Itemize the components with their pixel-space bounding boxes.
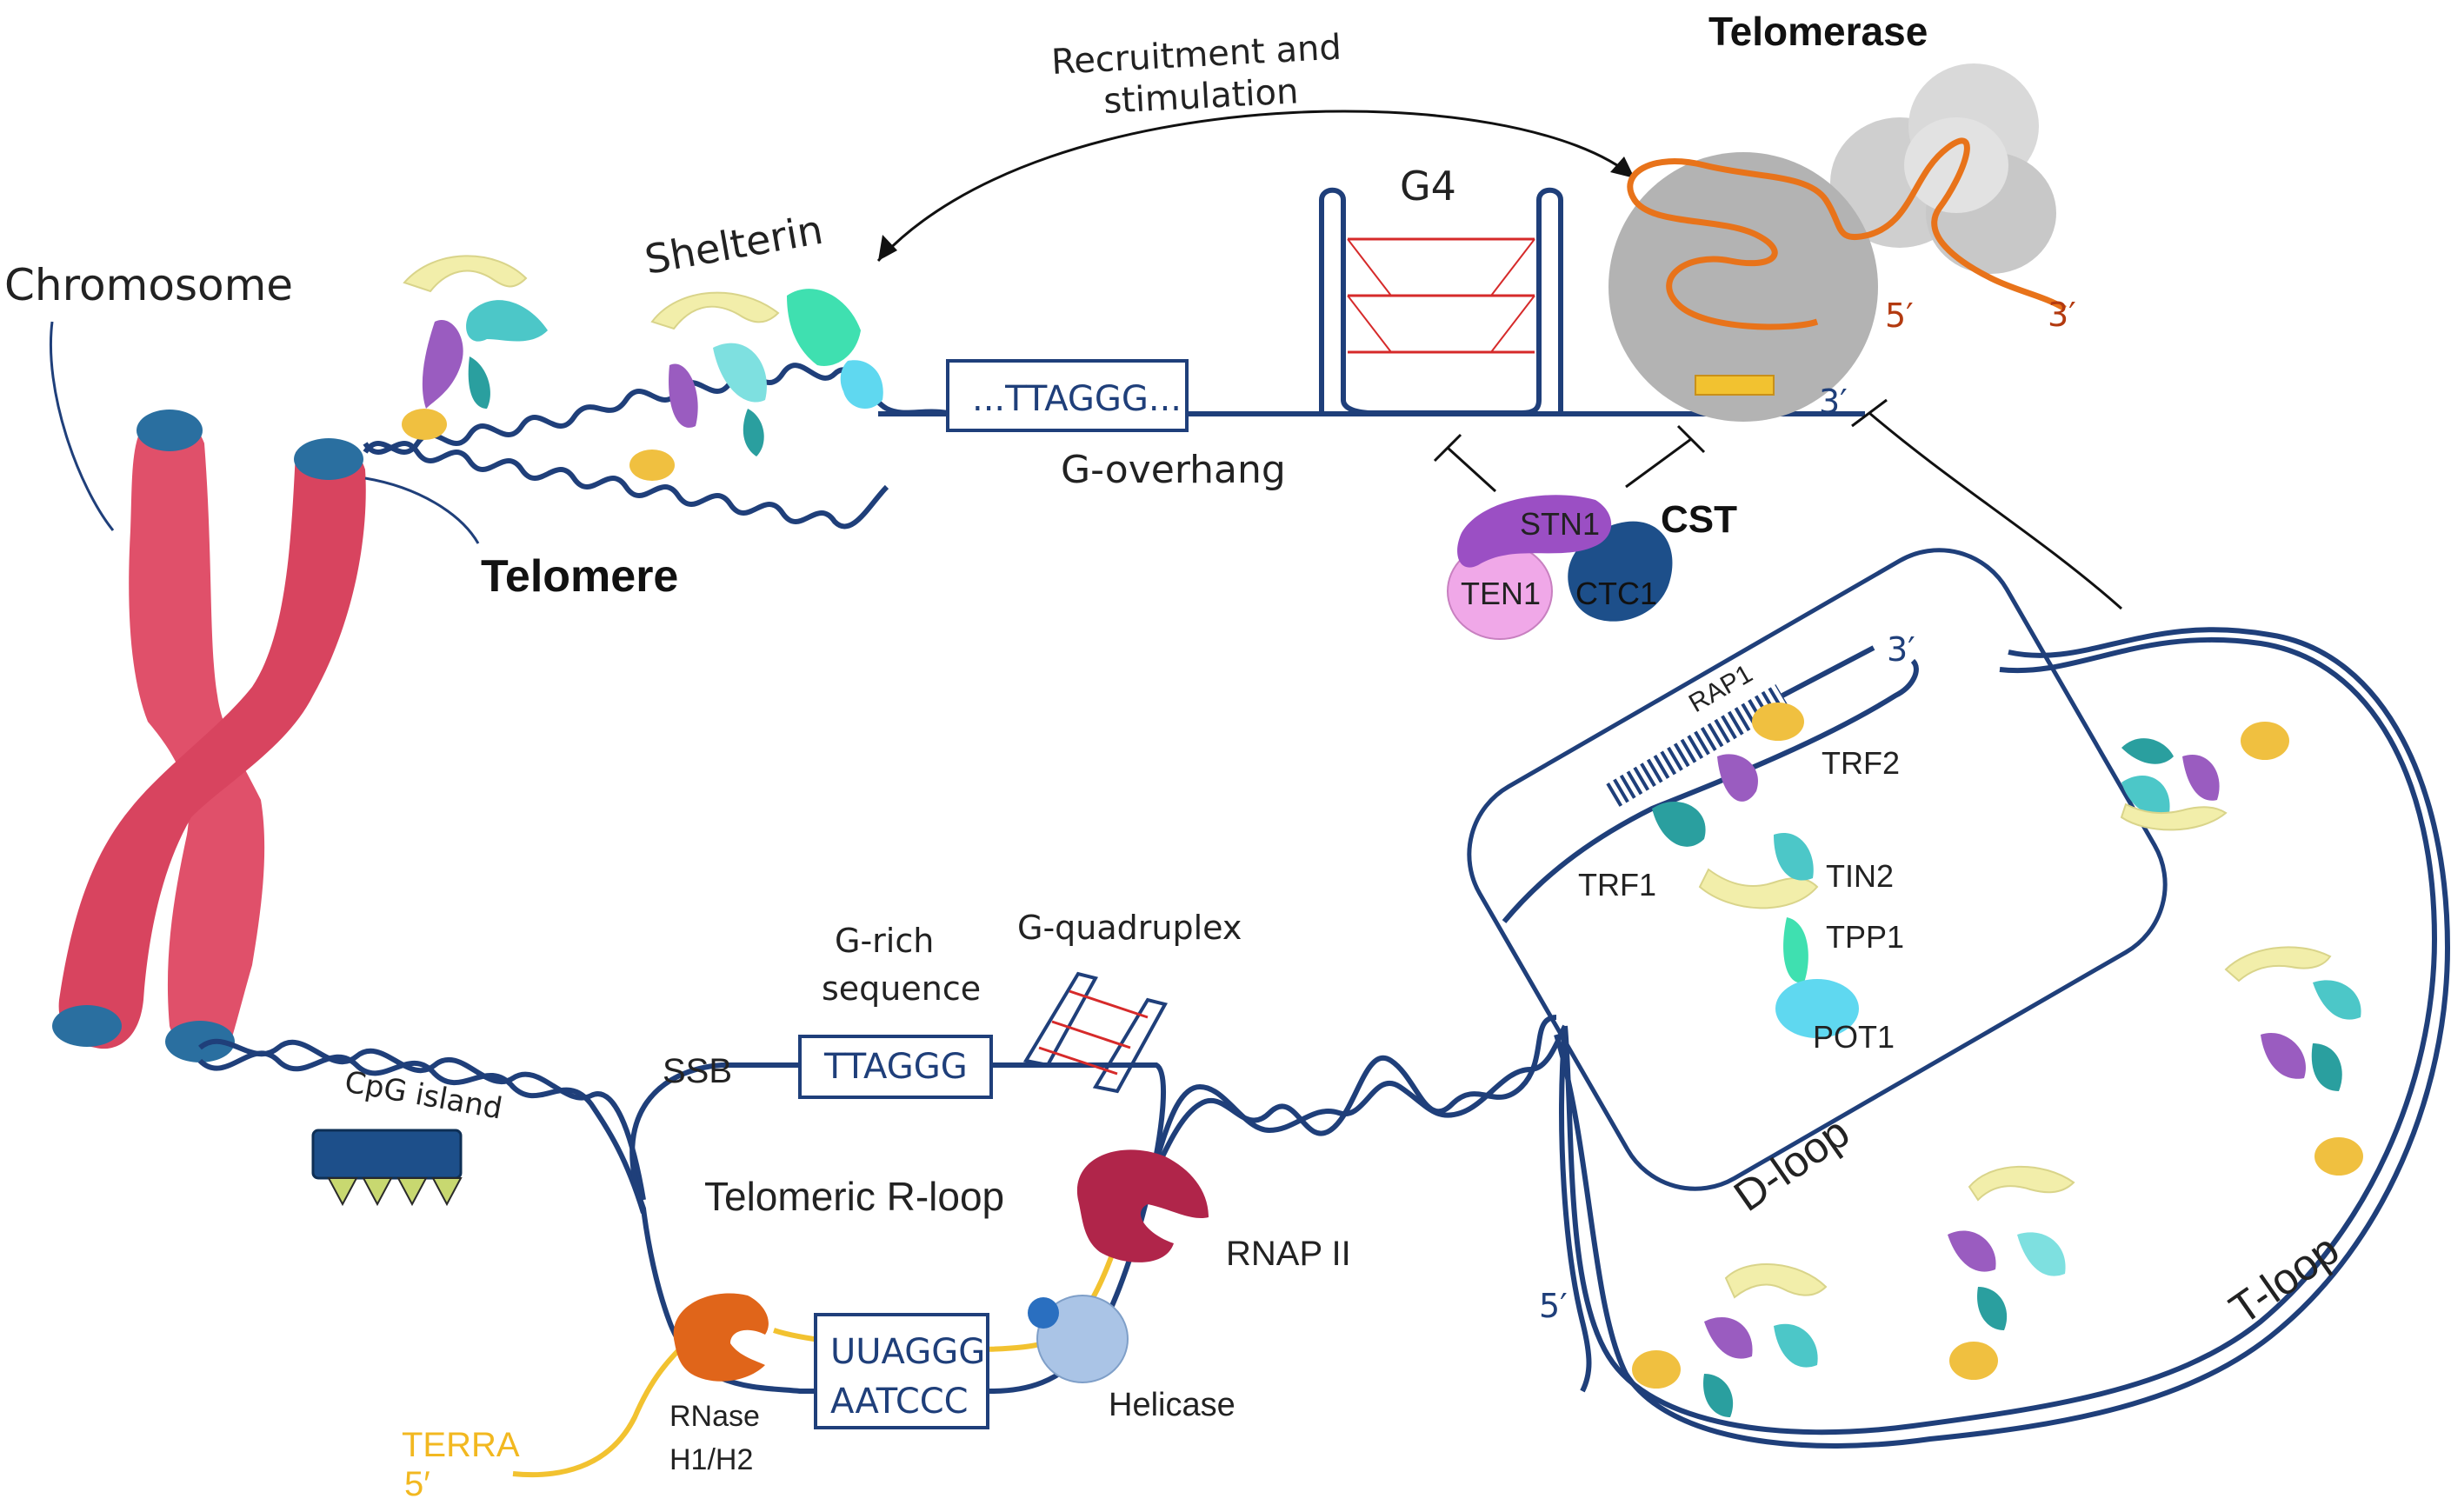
chromosome xyxy=(52,410,366,1062)
trf2-label: TRF2 xyxy=(1822,745,1900,781)
d-loop-three-prime-strand xyxy=(1781,645,1875,698)
telomere-cap-top-left xyxy=(137,410,203,451)
g-rich-label-1: G-rich xyxy=(835,922,934,960)
cpg-island-block xyxy=(311,1129,463,1207)
shelterin-label: Shelterin xyxy=(642,206,827,283)
terra-five-prime: 5′ xyxy=(404,1465,430,1503)
ten1-label: TEN1 xyxy=(1461,576,1541,611)
ctc1-label: CTC1 xyxy=(1575,576,1657,611)
g-rich-label-2: sequence xyxy=(822,969,981,1008)
terra-label: TERRA xyxy=(402,1426,520,1464)
rnase-label-1: RNase xyxy=(669,1400,760,1433)
rnase-label-2: H1/H2 xyxy=(669,1443,753,1476)
rnap-label: RNAP II xyxy=(1226,1235,1351,1273)
shelterin-complex-upper-2 xyxy=(629,289,883,481)
shelterin-complex-tloop-2 xyxy=(2224,946,2363,1176)
shelterin-complex-tloop-1 xyxy=(2120,722,2289,831)
rna-dna-hybrid-box xyxy=(814,1313,989,1429)
g-quadruplex-lower xyxy=(1022,971,1169,1094)
telomere-cap-bottom-left xyxy=(52,1005,122,1047)
telomere-cap-bottom-right xyxy=(165,1021,235,1062)
shelterin-complex-upper-1 xyxy=(402,255,548,440)
ssb-sequence-box xyxy=(798,1035,993,1099)
recruitment-arrowhead-left xyxy=(878,235,897,261)
rnase-shape xyxy=(673,1293,769,1382)
shelterin-complex-tloop-4 xyxy=(1632,1263,1828,1417)
t-loop-five-prime: 5′ xyxy=(1539,1287,1568,1325)
helicase-shape xyxy=(1028,1295,1129,1383)
telomerase-five-prime: 5′ xyxy=(1885,296,1914,335)
telomere-label: Telomere xyxy=(481,551,678,602)
g-overhang-label: G-overhang xyxy=(1061,448,1286,492)
g-overhang-sequence: ...TTAGGG... xyxy=(972,379,1182,419)
shelterin-complex-dloop xyxy=(1652,703,1859,1038)
stn1-shape xyxy=(1457,495,1612,568)
shelterin-complex-tloop-3 xyxy=(1948,1165,2075,1380)
trf1-label: TRF1 xyxy=(1578,867,1656,903)
d-loop-label: D-loop xyxy=(1725,1108,1858,1221)
stn1-label: STN1 xyxy=(1520,506,1600,542)
tin2-label: TIN2 xyxy=(1826,858,1894,894)
upper-dna xyxy=(363,363,949,530)
g-quadruplex-label: G-quadruplex xyxy=(1017,909,1242,947)
d-loop-three-prime: 3′ xyxy=(1887,630,1915,669)
r-loop-label: Telomeric R-loop xyxy=(704,1174,1004,1219)
telomerase-three-prime: 3′ xyxy=(2048,296,2076,334)
g-overhang-sequence-box xyxy=(946,359,1189,432)
rnap-ii-shape xyxy=(1076,1149,1209,1262)
telomere-cap-top-right xyxy=(294,438,363,480)
cst-inhibition-lines xyxy=(1433,398,2122,610)
rap1-ladder xyxy=(1606,684,1789,807)
pot1-label: POT1 xyxy=(1813,1019,1895,1055)
g4-structure xyxy=(1319,187,1563,416)
g4-label: G4 xyxy=(1400,163,1456,210)
tpp1-label: TPP1 xyxy=(1826,919,1904,955)
lower-dna xyxy=(197,1015,1568,1241)
hybrid-bottom-sequence: AATCCC xyxy=(830,1382,969,1422)
ssb-label: SSB xyxy=(663,1052,732,1090)
d-loop-box xyxy=(1467,548,2168,1191)
telomerase-enzyme xyxy=(1608,63,2067,422)
telomerase-template xyxy=(1695,375,1775,396)
telomere-pointer xyxy=(364,476,480,544)
chromosome-pointer xyxy=(49,321,115,531)
helicase-label: Helicase xyxy=(1109,1387,1235,1423)
recruitment-arrowhead-right xyxy=(1610,157,1635,178)
recruitment-arrow xyxy=(876,110,1635,263)
ssb-sequence: TTAGGG xyxy=(823,1047,968,1087)
cst-complex xyxy=(1447,495,1673,640)
chromosome-label: Chromosome xyxy=(4,260,293,310)
telomerase-rna xyxy=(1627,137,2067,330)
telomerase-label: Telomerase xyxy=(1708,9,1928,54)
hybrid-top-sequence: UUAGGG xyxy=(830,1332,985,1372)
cst-label: CST xyxy=(1661,498,1737,541)
recruitment-label-1: Recruitment and xyxy=(1050,28,1342,83)
g-overhang-three-prime: 3′ xyxy=(1819,383,1848,421)
